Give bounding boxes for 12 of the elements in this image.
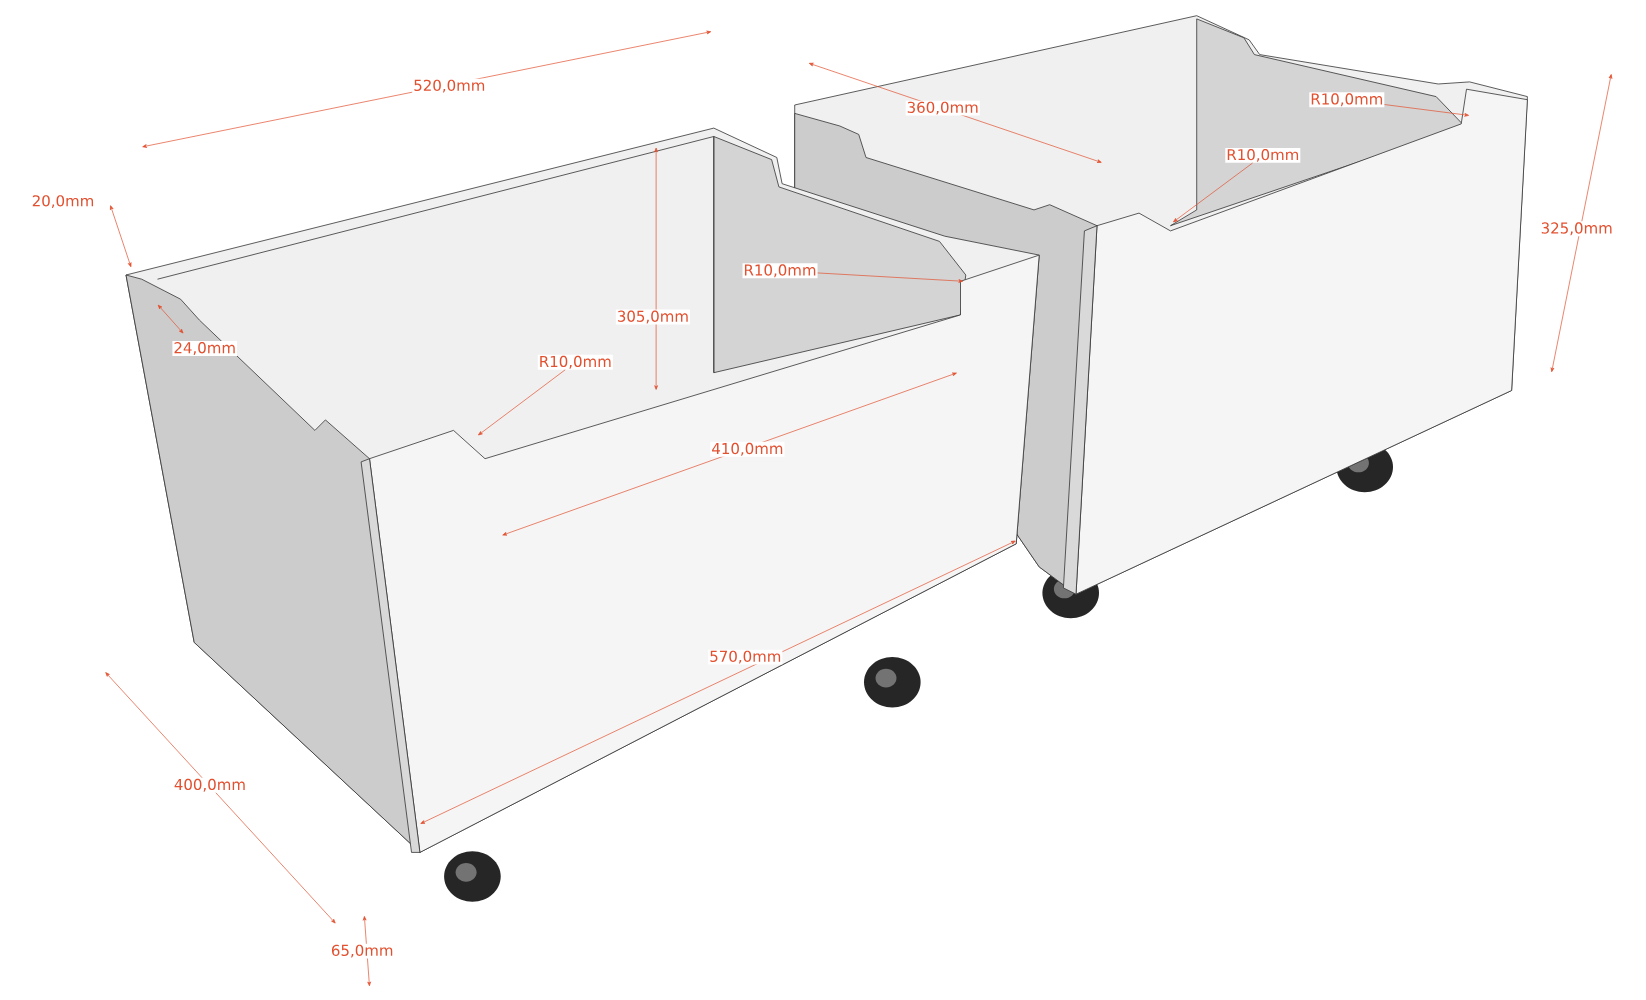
leader-line <box>817 272 964 283</box>
dimension-label: 520,0mm <box>412 78 487 94</box>
dimension-label: 400,0mm <box>172 777 247 793</box>
leader-line <box>1384 104 1469 117</box>
leader-line <box>478 369 566 436</box>
leader-line <box>1173 162 1253 223</box>
dimension-label: 325,0mm <box>1539 221 1614 237</box>
dimension-label: 65,0mm <box>329 943 395 959</box>
dimension-label: 20,0mm <box>30 194 96 210</box>
dimension-label: 24,0mm <box>172 341 237 356</box>
radius-label: R10,0mm <box>1309 92 1385 108</box>
radius-label: R10,0mm <box>742 263 818 279</box>
